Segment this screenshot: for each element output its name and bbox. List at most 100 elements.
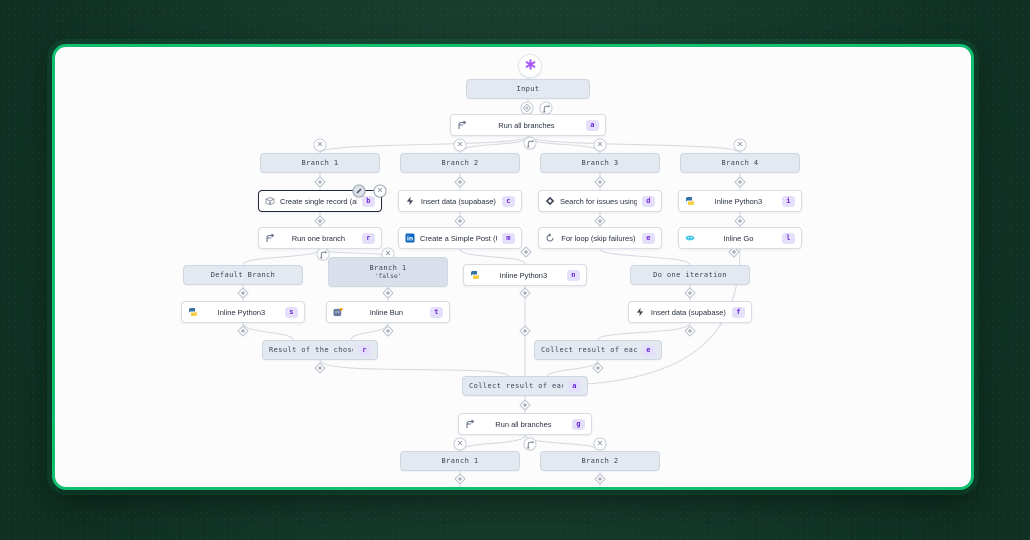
node-branch-1-bottom[interactable]: Branch 1 <box>400 451 520 471</box>
node-branch-1[interactable]: Branch 1 <box>260 153 380 173</box>
insert-step-button[interactable] <box>382 325 394 337</box>
node-run-all-branches-top[interactable]: Run all branches a <box>450 114 606 136</box>
node-inline-python3-s[interactable]: Inline Python3 s <box>181 301 305 323</box>
branch-condition-label: 'false' <box>374 272 402 281</box>
node-for-loop[interactable]: For loop (skip failures) e <box>538 227 662 249</box>
delete-branch-button[interactable]: × <box>593 437 607 451</box>
flow-editor-canvas[interactable]: Input Run all branches a × × × × Branch … <box>52 44 974 490</box>
node-run-all-branches-bottom[interactable]: Run all branches g <box>458 413 592 435</box>
node-label: Input <box>516 85 540 93</box>
x-icon: × <box>596 438 604 448</box>
step-id-badge: d <box>641 195 655 207</box>
node-branch-4[interactable]: Branch 4 <box>680 153 800 173</box>
insert-step-button[interactable] <box>734 215 746 227</box>
insert-step-button[interactable] <box>594 215 606 227</box>
node-inline-bun[interactable]: Inline Bun t <box>326 301 450 323</box>
insert-step-button[interactable] <box>454 176 466 188</box>
insert-step-button[interactable] <box>237 325 249 337</box>
node-branch-3[interactable]: Branch 3 <box>540 153 660 173</box>
delete-branch-button[interactable]: × <box>453 138 467 152</box>
delete-branch-button[interactable]: × <box>733 138 747 152</box>
python-icon <box>685 196 695 206</box>
insert-step-button[interactable] <box>520 246 532 258</box>
add-branch-button[interactable] <box>523 136 537 150</box>
node-partial-bottom[interactable] <box>398 487 522 490</box>
node-inline-python3-n[interactable]: Inline Python3 n <box>463 264 587 286</box>
delete-step-button[interactable]: × <box>373 184 387 198</box>
step-id-badge: t <box>429 306 443 318</box>
x-icon: × <box>596 139 604 149</box>
insert-step-button[interactable] <box>684 325 696 337</box>
split-arrows-icon <box>465 419 475 429</box>
step-id-badge: m <box>501 232 515 244</box>
node-insert-data-supabase-f[interactable]: Insert data (supabase) f <box>628 301 752 323</box>
delete-branch-button[interactable]: × <box>313 138 327 152</box>
airtable-icon <box>265 196 275 206</box>
node-do-one-iteration[interactable]: Do one iteration <box>630 265 750 285</box>
insert-step-button[interactable] <box>728 246 740 258</box>
node-search-issues-jql[interactable]: Search for issues using JQL (... d <box>538 190 662 212</box>
step-id-badge: e <box>641 344 655 356</box>
jira-icon <box>545 196 555 206</box>
insert-step-button[interactable] <box>520 101 534 115</box>
insert-step-button[interactable] <box>314 215 326 227</box>
node-collect-result-each-iteration[interactable]: Collect result of each iterat e <box>534 340 662 360</box>
step-id-badge: a <box>585 119 599 131</box>
insert-step-button[interactable] <box>237 287 249 299</box>
svg-text:in: in <box>407 235 413 242</box>
supabase-icon <box>405 196 415 206</box>
node-insert-data-supabase-c[interactable]: Insert data (supabase) c <box>398 190 522 212</box>
insert-step-button[interactable] <box>519 399 531 411</box>
step-id-badge: g <box>571 418 585 430</box>
node-input[interactable]: Input <box>466 79 590 99</box>
insert-step-button[interactable] <box>519 325 531 337</box>
node-result-of-chosen-branch[interactable]: Result of the chosen branch r <box>262 340 378 360</box>
edit-step-button[interactable] <box>352 184 366 198</box>
insert-step-button[interactable] <box>382 287 394 299</box>
insert-step-button[interactable] <box>314 362 326 374</box>
node-branch-2-bottom[interactable]: Branch 2 <box>540 451 660 471</box>
insert-step-button[interactable] <box>454 473 466 485</box>
x-icon: × <box>456 139 464 149</box>
insert-step-button[interactable] <box>592 362 604 374</box>
x-icon: × <box>316 139 324 149</box>
node-branch-2[interactable]: Branch 2 <box>400 153 520 173</box>
python-icon <box>188 307 198 317</box>
node-create-single-record[interactable]: Create single record (airtable) b <box>258 190 382 212</box>
step-id-badge: e <box>641 232 655 244</box>
flow-start-node[interactable] <box>518 54 542 78</box>
delete-branch-button[interactable]: × <box>453 437 467 451</box>
node-partial-bottom[interactable] <box>538 487 662 490</box>
fork-icon <box>526 139 534 147</box>
node-branch-1-false[interactable]: Branch 1 'false' <box>328 257 448 287</box>
node-inline-go[interactable]: Inline Go l <box>678 227 802 249</box>
add-branch-button[interactable] <box>539 101 553 115</box>
add-branch-button[interactable] <box>523 437 537 451</box>
loop-icon <box>545 233 555 243</box>
insert-step-button[interactable] <box>594 176 606 188</box>
node-collect-result-each-branch[interactable]: Collect result of each branch a <box>462 376 588 396</box>
node-create-simple-post[interactable]: in Create a Simple Post (User) (... m <box>398 227 522 249</box>
step-id-badge: b <box>361 195 375 207</box>
step-id-badge: c <box>501 195 515 207</box>
go-icon <box>685 233 695 243</box>
x-icon: × <box>736 139 744 149</box>
windmill-pinwheel-icon <box>525 57 536 75</box>
delete-branch-button[interactable]: × <box>593 138 607 152</box>
insert-step-button[interactable] <box>454 215 466 227</box>
node-inline-python3-i[interactable]: Inline Python3 i <box>678 190 802 212</box>
supabase-icon <box>635 307 645 317</box>
insert-step-button[interactable] <box>734 176 746 188</box>
insert-step-button[interactable] <box>684 287 696 299</box>
step-id-badge: i <box>781 195 795 207</box>
split-arrows-icon <box>265 233 275 243</box>
fork-icon <box>319 250 327 258</box>
x-icon: × <box>456 438 464 448</box>
insert-step-button[interactable] <box>594 473 606 485</box>
node-default-branch[interactable]: Default Branch <box>183 265 303 285</box>
fork-icon <box>526 440 534 448</box>
node-run-one-branch[interactable]: Run one branch r <box>258 227 382 249</box>
insert-step-button[interactable] <box>519 287 531 299</box>
insert-step-button[interactable] <box>314 176 326 188</box>
